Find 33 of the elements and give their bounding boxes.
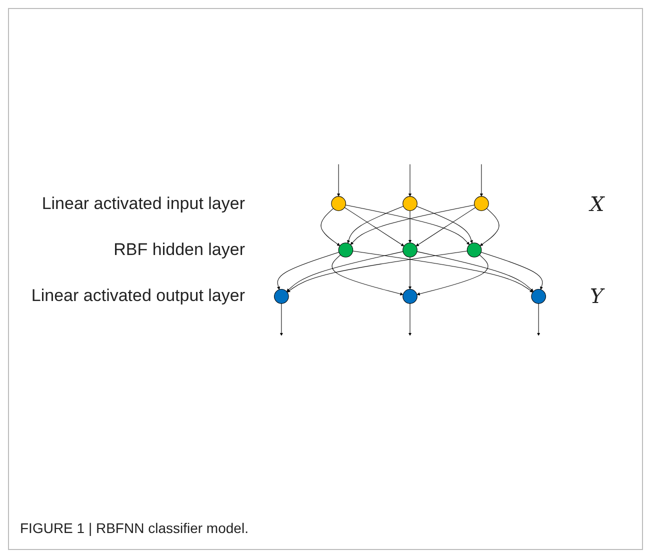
- node-circle: [331, 196, 346, 211]
- node-circle: [402, 289, 418, 304]
- arrow: [408, 256, 412, 290]
- arrow: [408, 210, 412, 243]
- arrow: [287, 250, 468, 292]
- arrow: [408, 164, 412, 197]
- arrow: [332, 254, 404, 296]
- arrow: [276, 252, 340, 290]
- arrow: [480, 252, 544, 290]
- layer-label: Linear activated output layer: [31, 286, 245, 306]
- layer-label: RBF hidden layer: [114, 240, 245, 260]
- arrow: [416, 254, 488, 296]
- arrow: [280, 303, 283, 336]
- variable-label: X: [590, 192, 604, 216]
- node-circle: [402, 242, 418, 258]
- layer-label: Linear activated input layer: [42, 194, 245, 214]
- node-circle: [274, 289, 289, 304]
- arrow: [480, 164, 483, 197]
- arrow: [337, 164, 340, 197]
- node-circle: [402, 196, 418, 211]
- node-circle: [531, 289, 546, 304]
- arrow: [416, 251, 534, 292]
- variable-label: Y: [590, 284, 604, 308]
- figure-caption: FIGURE 1 | RBFNN classifier model.: [20, 520, 248, 536]
- arrow: [320, 208, 340, 246]
- arrow: [537, 303, 540, 336]
- arrow: [408, 303, 412, 336]
- arrow: [286, 251, 404, 292]
- arrow: [480, 208, 500, 246]
- arrow: [352, 250, 533, 292]
- node-circle: [338, 242, 354, 258]
- node-circle: [466, 242, 482, 258]
- node-circle: [474, 196, 489, 211]
